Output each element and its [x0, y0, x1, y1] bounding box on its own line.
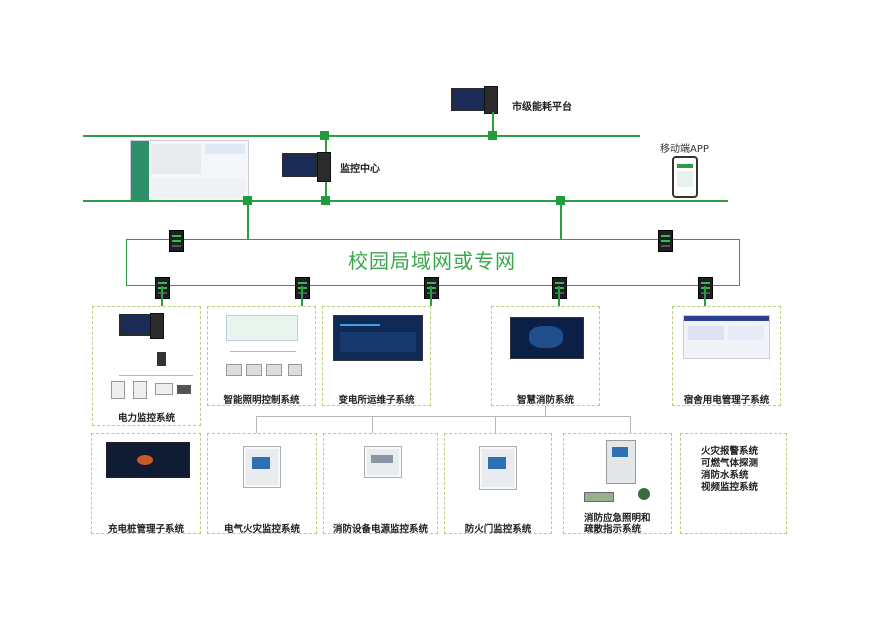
sign-icon	[638, 488, 650, 500]
fire-power-box: 消防设备电源监控系统	[323, 433, 438, 535]
meter-icon	[133, 381, 147, 399]
box-caption: 消防应急照明和疏散指示系统	[584, 513, 651, 535]
cabinet-icon	[479, 446, 517, 490]
other-systems-box: 火灾报警系统 可燃气体探测 消防水系统 视频监控系统	[680, 433, 787, 534]
branch-line	[545, 406, 546, 416]
box-caption: 充电桩管理子系统	[107, 524, 184, 535]
link-line	[230, 351, 296, 352]
lighting-screenshot	[226, 315, 298, 341]
bus-node	[243, 196, 252, 205]
branch-bar	[256, 416, 631, 417]
ev-charging-box: 充电桩管理子系统	[91, 433, 201, 535]
switch-icon	[658, 230, 673, 252]
monitor-icon	[119, 314, 151, 336]
fire-door-box: 防火门监控系统	[444, 433, 552, 535]
bus-drop	[247, 202, 249, 240]
power-monitor-box: 电力监控系统	[92, 306, 201, 426]
bus-node	[320, 131, 329, 140]
smart-fire-box: 智慧消防系统	[491, 306, 600, 406]
lamp-icon	[584, 492, 614, 502]
console-icon	[606, 440, 636, 484]
bus-node	[321, 196, 330, 205]
dorm-screenshot	[683, 315, 770, 359]
ring-drop	[430, 286, 432, 306]
cabinet-icon	[364, 446, 402, 478]
branch-drop	[256, 416, 257, 433]
tower-icon	[150, 313, 164, 339]
box-caption: 变电所运维子系统	[338, 395, 415, 406]
ring-drop	[161, 286, 163, 306]
phone-icon	[672, 156, 698, 198]
fire-screenshot	[510, 317, 584, 359]
charging-screenshot	[106, 442, 190, 478]
branch-drop	[495, 416, 496, 433]
box-caption: 电力监控系统	[117, 413, 175, 424]
bus-node	[488, 131, 497, 140]
dashboard-screenshot	[130, 140, 249, 202]
other-systems-list: 火灾报警系统 可燃气体探测 消防水系统 视频监控系统	[701, 446, 758, 494]
device-icon	[226, 364, 242, 376]
platform-monitor-icon	[451, 88, 485, 111]
dorm-power-box: 宿舍用电管理子系统	[672, 306, 781, 406]
link-line	[119, 375, 193, 376]
center-label: 监控中心	[340, 164, 380, 175]
platform-label: 市级能耗平台	[512, 102, 572, 113]
box-caption: 电气火灾监控系统	[223, 524, 300, 535]
list-item: 消防水系统	[701, 470, 749, 481]
ring-drop	[558, 286, 560, 306]
upper-bus-line	[83, 135, 640, 137]
lower-bus-line	[83, 200, 728, 202]
list-item: 可燃气体探测	[701, 458, 759, 469]
bus-node	[556, 196, 565, 205]
branch-drop	[372, 416, 373, 433]
device-icon	[246, 364, 262, 376]
switch-icon	[169, 230, 184, 252]
platform-link	[492, 112, 494, 136]
ring-drop	[704, 286, 706, 306]
bus-drop	[560, 202, 562, 240]
substation-box: 变电所运维子系统	[322, 306, 431, 406]
branch-drop	[630, 416, 631, 433]
center-monitor-icon	[282, 153, 318, 177]
box-caption: 消防设备电源监控系统	[332, 524, 428, 535]
electrical-fire-box: 电气火灾监控系统	[207, 433, 317, 535]
device-icon	[266, 364, 282, 376]
platform-tower-icon	[484, 86, 498, 114]
box-caption: 智慧消防系统	[516, 395, 574, 406]
emergency-lighting-box: 消防应急照明和疏散指示系统	[563, 433, 672, 535]
meter-icon	[177, 385, 191, 394]
cabinet-icon	[243, 446, 281, 488]
ring-drop	[301, 286, 303, 306]
network-label: 校园局域网或专网	[348, 249, 516, 273]
lighting-control-box: 智能照明控制系统	[207, 306, 316, 406]
box-caption: 宿舍用电管理子系统	[683, 395, 770, 406]
mobile-label: 移动端APP	[660, 144, 709, 155]
list-item: 视频监控系统	[701, 482, 759, 493]
gateway-icon	[157, 352, 166, 366]
meter-icon	[111, 381, 125, 399]
device-icon	[288, 364, 302, 376]
box-caption: 智能照明控制系统	[223, 395, 300, 406]
list-item: 火灾报警系统	[701, 446, 759, 457]
meter-icon	[155, 383, 173, 395]
center-tower-icon	[317, 152, 331, 182]
substation-screenshot	[333, 315, 423, 361]
box-caption: 防火门监控系统	[464, 524, 532, 535]
